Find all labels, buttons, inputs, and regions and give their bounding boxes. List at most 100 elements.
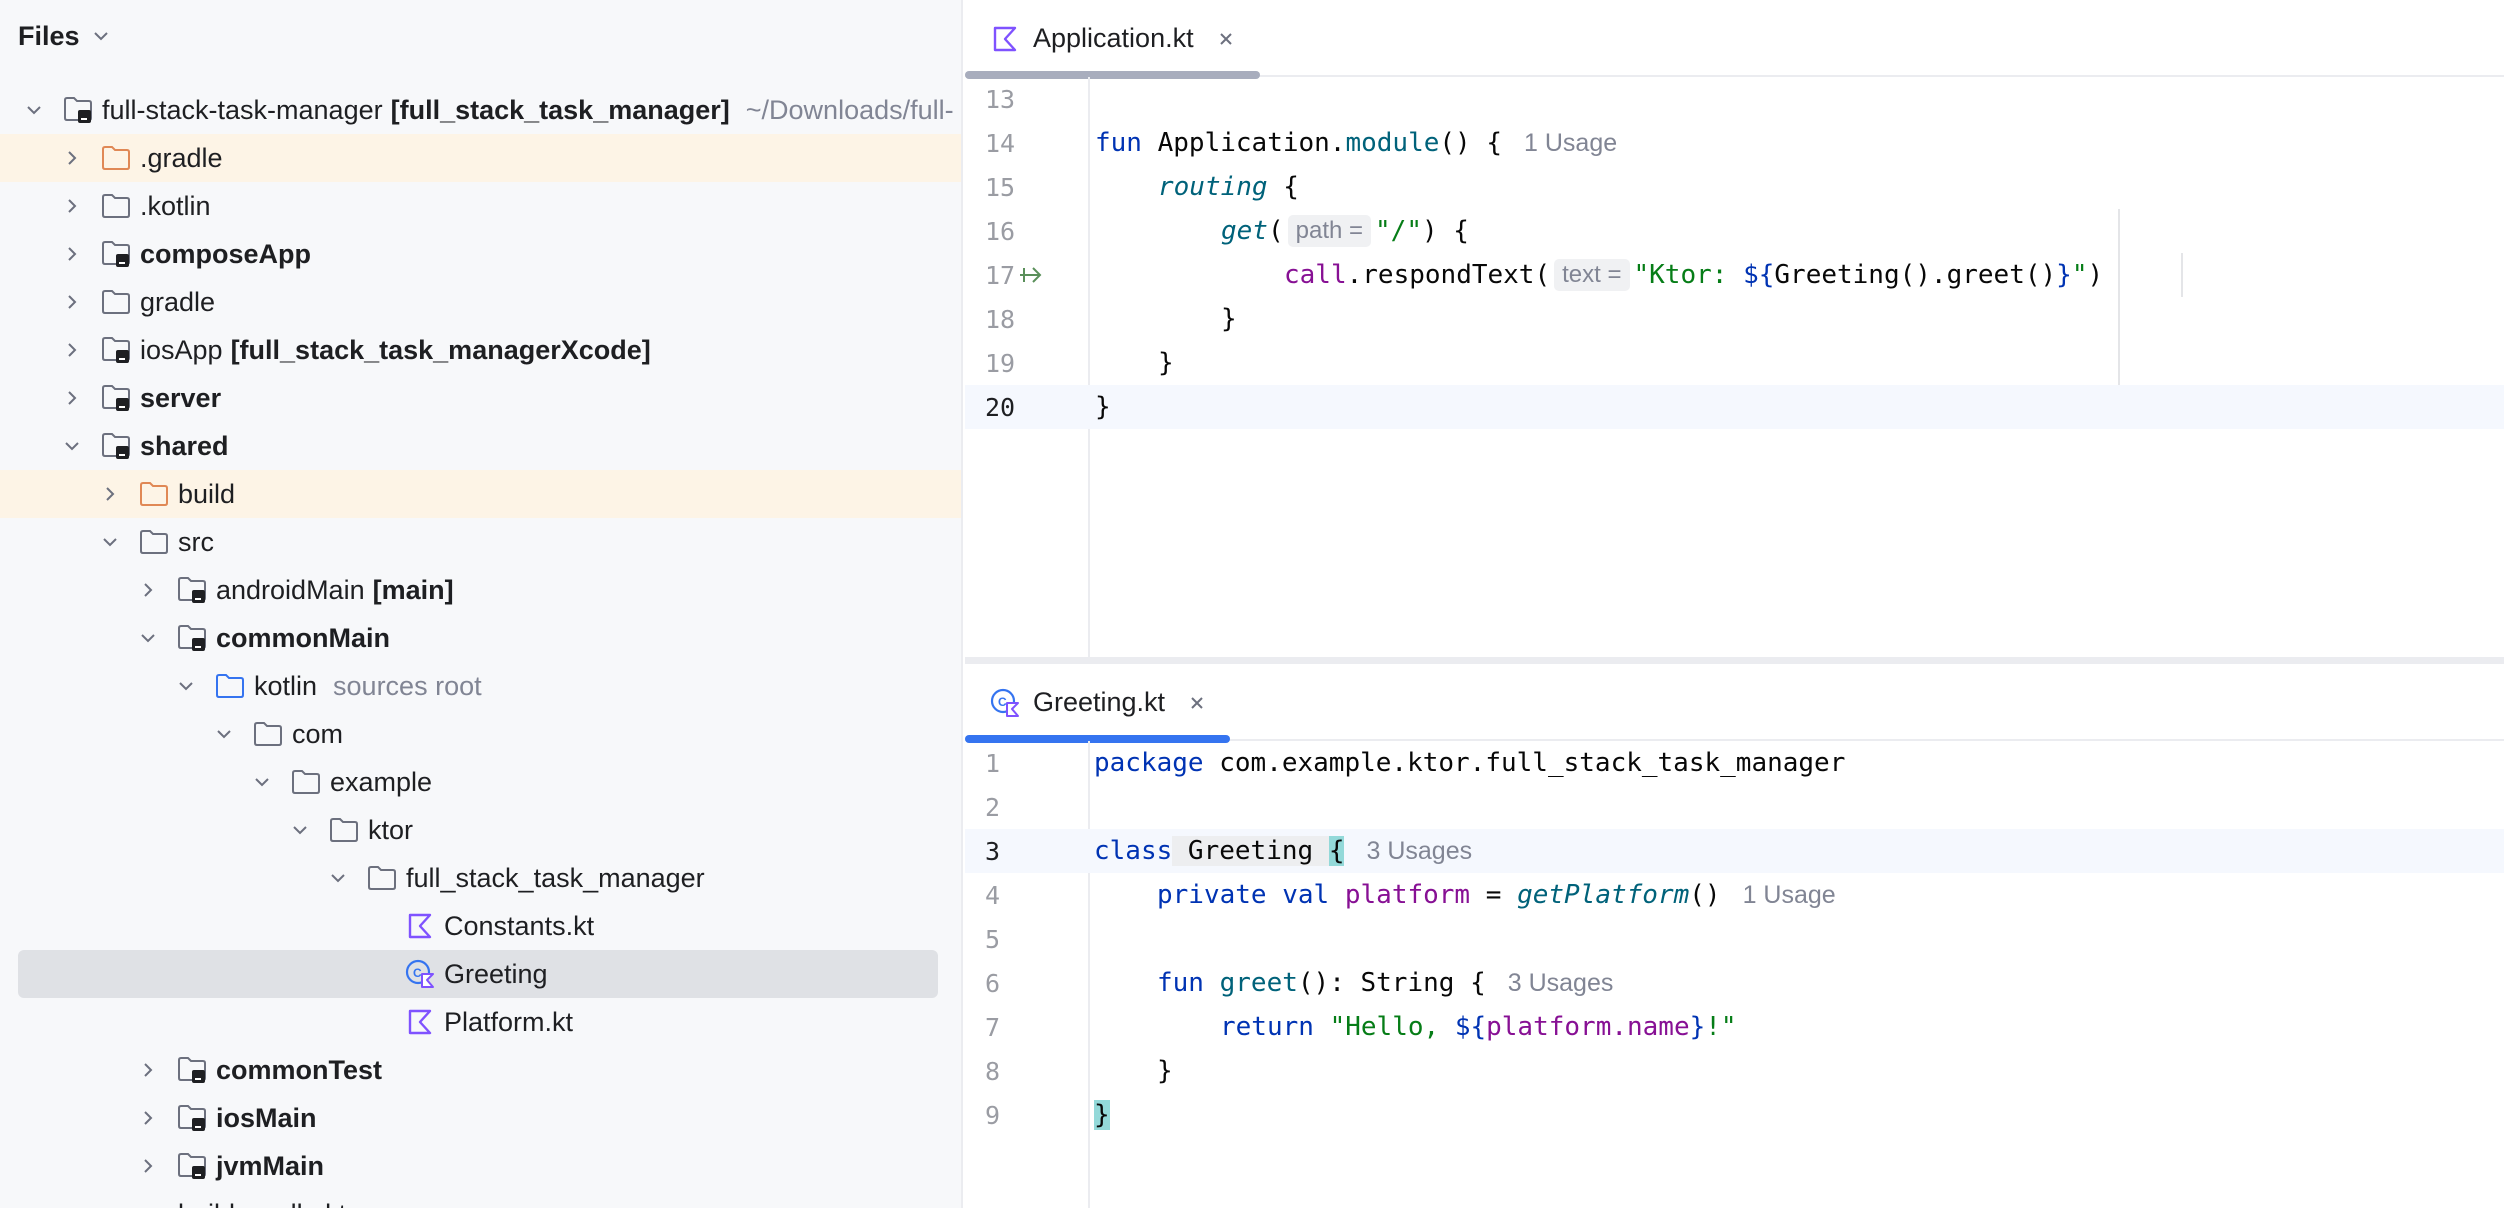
- tree-folder-item[interactable]: server: [0, 374, 961, 422]
- code-area[interactable]: 13 14 fun Application. module () { 1 Usa…: [965, 77, 2504, 657]
- chevron-right-icon[interactable]: [62, 244, 82, 264]
- tree-folder-item[interactable]: commonTest: [0, 1046, 961, 1094]
- editor-gutter: [965, 741, 1090, 1208]
- tree-folder-item[interactable]: full_stack_task_manager: [0, 854, 961, 902]
- chevron-right-icon[interactable]: [62, 388, 82, 408]
- code-line: 19 }: [965, 341, 2504, 385]
- chevron-down-icon[interactable]: [252, 772, 272, 792]
- usages-hint[interactable]: 1 Usage: [1742, 880, 1836, 909]
- token-punct: }: [1157, 1056, 1173, 1086]
- tree-file-item[interactable]: Constants.kt: [0, 902, 961, 950]
- token-string: ": [2071, 260, 2088, 290]
- chevron-down-icon[interactable]: [290, 820, 310, 840]
- tree-folder-item[interactable]: gradle: [0, 278, 961, 326]
- tree-folder-item[interactable]: shared: [0, 422, 961, 470]
- tree-folder-item[interactable]: composeApp: [0, 230, 961, 278]
- chevron-down-icon[interactable]: [138, 628, 158, 648]
- chevron-down-icon[interactable]: [92, 27, 110, 45]
- chevron-down-icon[interactable]: [328, 868, 348, 888]
- folder-icon: [252, 719, 284, 749]
- tab-application-kt[interactable]: Application.kt: [965, 0, 1260, 79]
- editor-tab-bar: C Greeting.kt: [965, 664, 2504, 743]
- tree-folder-item[interactable]: src: [0, 518, 961, 566]
- parameter-inlay-hint: text =: [1554, 259, 1630, 291]
- editor-splitter[interactable]: [965, 657, 2504, 664]
- close-icon[interactable]: [1189, 695, 1205, 711]
- tree-file-item[interactable]: build.gradle.kts: [0, 1190, 961, 1208]
- module-folder-icon: [176, 575, 208, 605]
- tree-file-item[interactable]: C Greeting: [18, 950, 938, 998]
- chevron-down-icon[interactable]: [100, 532, 120, 552]
- chevron-right-icon[interactable]: [62, 340, 82, 360]
- tree-folder-item[interactable]: ktor: [0, 806, 961, 854]
- tree-item-module-name: [full_stack_task_manager]: [390, 94, 730, 125]
- line-number: 19: [985, 348, 1016, 378]
- chevron-right-icon[interactable]: [62, 292, 82, 312]
- chevron-right-icon[interactable]: [138, 1108, 158, 1128]
- chevron-down-icon[interactable]: [24, 100, 44, 120]
- folder-icon: [290, 767, 322, 797]
- module-folder-icon: [176, 1151, 208, 1181]
- tree-item-label: example: [330, 766, 433, 797]
- parameter-inlay-hint: path =: [1287, 215, 1372, 247]
- line-number: 3: [985, 836, 1001, 866]
- usages-hint[interactable]: 3 Usages: [1507, 968, 1614, 997]
- tree-folder-item[interactable]: .kotlin: [0, 182, 961, 230]
- chevron-right-icon[interactable]: [62, 148, 82, 168]
- tree-file-item[interactable]: Platform.kt: [0, 998, 961, 1046]
- line-number: 13: [985, 84, 1016, 114]
- code-area[interactable]: 1 package com.example.ktor.full_stack_ta…: [965, 741, 2504, 1208]
- close-icon[interactable]: [1218, 31, 1234, 47]
- tree-item-label: build.gradle.kts: [178, 1199, 360, 1208]
- usages-hint[interactable]: 1 Usage: [1524, 128, 1618, 157]
- tree-folder-item[interactable]: .gradle: [0, 134, 961, 182]
- code-line: 9 }: [965, 1093, 2504, 1137]
- tab-greeting-kt[interactable]: C Greeting.kt: [965, 664, 1230, 743]
- kotlin-class-icon: C: [404, 959, 436, 989]
- tree-folder-item[interactable]: commonMain: [0, 614, 961, 662]
- tree-folder-item[interactable]: jvmMain: [0, 1142, 961, 1190]
- token-template: ${: [1454, 1012, 1487, 1042]
- token-template: }: [1689, 1012, 1706, 1042]
- folder-orange-icon: [138, 479, 170, 509]
- tree-folder-item[interactable]: full-stack-task-manager[full_stack_task_…: [0, 86, 961, 134]
- token-receiver: Application.: [1157, 128, 1346, 158]
- token-punct: ) {: [1422, 216, 1469, 246]
- current-code-line: 20 }: [965, 385, 2504, 429]
- tree-item-label: Constants.kt: [444, 910, 595, 941]
- token-function: get: [1221, 216, 1268, 246]
- module-folder-icon: [100, 239, 132, 269]
- editor-application-kt[interactable]: Application.kt 13 14 fun Application. mo…: [965, 0, 2504, 657]
- chevron-down-icon[interactable]: [176, 676, 196, 696]
- folder-orange-icon: [100, 143, 132, 173]
- files-panel-header[interactable]: Files: [18, 16, 110, 56]
- token-template: ${: [1743, 260, 1775, 290]
- line-number: 14: [985, 128, 1016, 158]
- route-gutter-icon[interactable]: [1018, 264, 1044, 286]
- line-number: 2: [985, 792, 1001, 822]
- chevron-right-icon[interactable]: [138, 1156, 158, 1176]
- chevron-right-icon[interactable]: [138, 1060, 158, 1080]
- tree-folder-item[interactable]: iosMain: [0, 1094, 961, 1142]
- chevron-right-icon[interactable]: [138, 580, 158, 600]
- tree-folder-item[interactable]: example: [0, 758, 961, 806]
- chevron-right-icon[interactable]: [100, 484, 120, 504]
- tree-folder-item[interactable]: androidMain[main]: [0, 566, 961, 614]
- tree-item-label: src: [178, 526, 214, 557]
- tree-item-label: Greeting: [444, 958, 548, 989]
- token-function: module: [1345, 128, 1440, 158]
- chevron-down-icon[interactable]: [214, 724, 234, 744]
- chevron-down-icon[interactable]: [62, 436, 82, 456]
- tree-item-label: shared: [140, 430, 229, 461]
- editor-greeting-kt[interactable]: C Greeting.kt 1 package com.example.ktor…: [965, 664, 2504, 1208]
- code-line: 7 return "Hello, ${ platform.name } !": [965, 1005, 2504, 1049]
- tree-folder-item[interactable]: build: [0, 470, 961, 518]
- chevron-right-icon[interactable]: [62, 196, 82, 216]
- module-folder-icon: [100, 335, 132, 365]
- token-string: "Ktor:: [1633, 260, 1744, 290]
- tree-folder-item[interactable]: iosApp[full_stack_task_managerXcode]: [0, 326, 961, 374]
- usages-hint[interactable]: 3 Usages: [1366, 836, 1473, 865]
- tree-folder-item[interactable]: com: [0, 710, 961, 758]
- project-tree: full-stack-task-manager[full_stack_task_…: [0, 86, 961, 1208]
